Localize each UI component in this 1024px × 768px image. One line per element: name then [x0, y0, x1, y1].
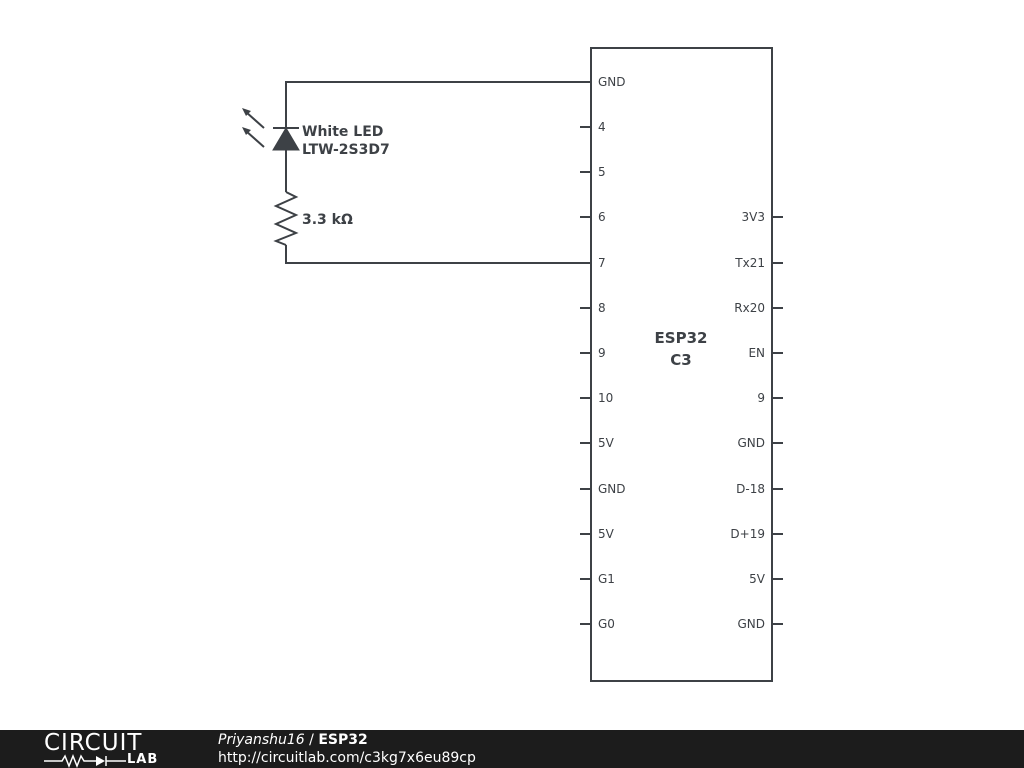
resistor-symbol[interactable]	[273, 191, 299, 246]
author-link[interactable]: Priyanshu16	[218, 732, 305, 748]
right-pin-label: D+19	[730, 527, 765, 541]
circuit-title-line: Priyanshu16 / ESP32	[218, 731, 476, 749]
circuitlab-logo[interactable]: CIRCUIT LAB	[44, 730, 176, 768]
right-pin-label: 3V3	[742, 210, 765, 224]
left-pin-label: GND	[598, 482, 626, 496]
left-pin-label: 4	[598, 120, 606, 134]
footer-info: Priyanshu16 / ESP32 http://circuitlab.co…	[218, 731, 476, 768]
wire-resistor-to-pin7	[285, 245, 591, 264]
left-pin-label: 5V	[598, 527, 615, 541]
resistor-value-label: 3.3 kΩ	[302, 212, 353, 228]
led-name-label: White LED	[302, 124, 383, 140]
right-pin-label: Rx20	[734, 301, 765, 315]
circuit-title[interactable]: ESP32	[318, 732, 368, 748]
led-symbol[interactable]	[242, 108, 300, 151]
logo-circuit-text: CIRCUIT	[44, 730, 143, 756]
footer-bar: CIRCUIT LAB Priyanshu16 / ESP32 http://c…	[0, 730, 1024, 768]
led-part-label: LTW-2S3D7	[302, 142, 390, 158]
right-pin-label: 5V	[749, 572, 766, 586]
title-separator: /	[304, 732, 319, 748]
logo-resistor-diode-icon	[44, 754, 126, 768]
logo-lab-text: LAB	[127, 752, 159, 767]
left-pin-label: 5	[598, 165, 606, 179]
right-pin-label: Tx21	[734, 256, 765, 270]
left-pin-label: G0	[598, 617, 615, 631]
left-pin-label: 10	[598, 391, 613, 405]
left-pin-label: GND	[598, 75, 626, 89]
left-pin-label: 9	[598, 346, 606, 360]
wire-gnd-to-led	[285, 81, 591, 128]
left-pin-label: 5V	[598, 436, 615, 450]
chip-name-line1: ESP32	[655, 329, 708, 347]
right-pins: 3V3 Tx21 Rx20 EN 9 GND D-18 D+19 5V GND	[730, 210, 783, 631]
circuit-url[interactable]: http://circuitlab.com/c3kg7x6eu89cp	[218, 750, 476, 766]
esp32-chip-body[interactable]	[590, 47, 773, 682]
right-pin-label: EN	[748, 346, 765, 360]
right-pin-label: D-18	[736, 482, 765, 496]
left-pins: GND 4 5 6 7 8 9 10 5V GND 5V G1 G0	[580, 75, 626, 631]
left-pin-label: 7	[598, 256, 606, 270]
left-pin-label: G1	[598, 572, 615, 586]
schematic-canvas: White LED LTW-2S3D7 3.3 kΩ ESP32 C3 GND …	[242, 47, 783, 682]
left-pin-label: 8	[598, 301, 606, 315]
light-emission-arrows-icon	[242, 108, 265, 148]
right-pin-label: GND	[737, 617, 765, 631]
chip-name-line2: C3	[670, 351, 691, 369]
right-pin-label: 9	[757, 391, 765, 405]
left-pin-label: 6	[598, 210, 606, 224]
right-pin-label: GND	[737, 436, 765, 450]
